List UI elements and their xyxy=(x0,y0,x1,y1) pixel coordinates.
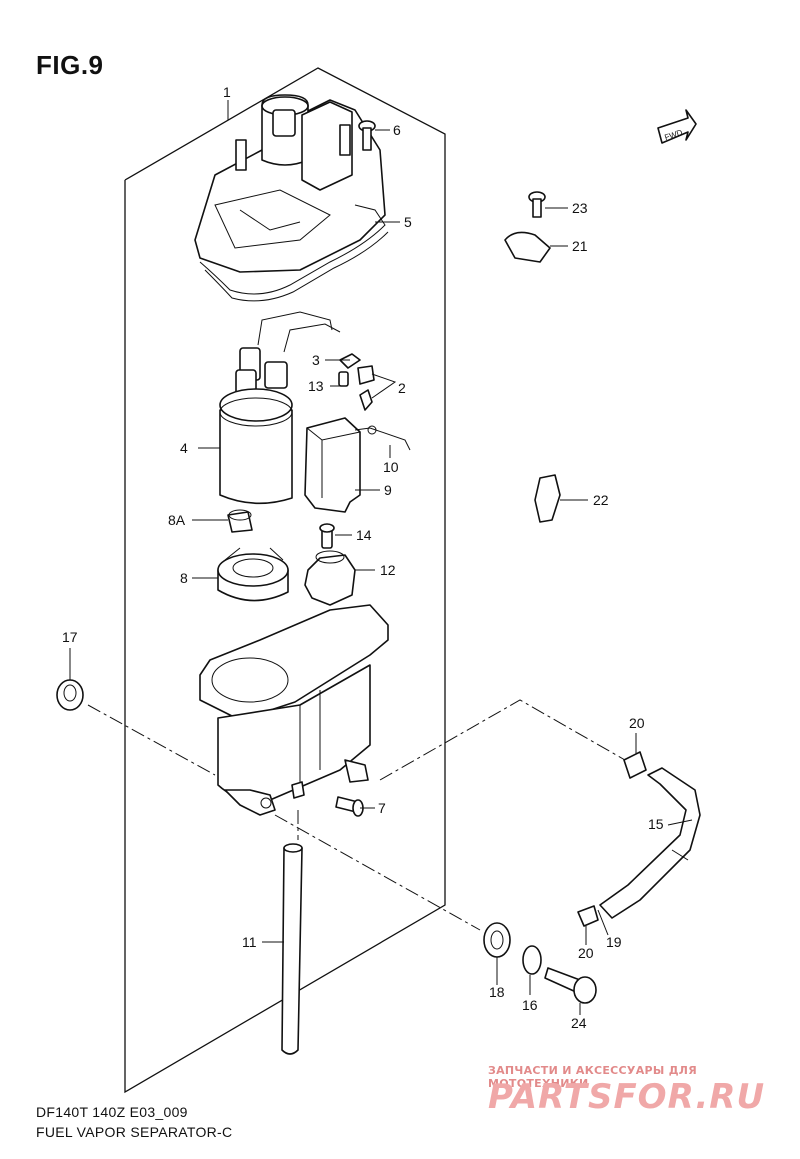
callout-20-upper: 20 xyxy=(629,715,645,731)
callout-24: 24 xyxy=(571,1015,587,1031)
callout-2: 2 xyxy=(398,380,406,396)
body-screw[interactable] xyxy=(335,796,364,817)
callout-16: 16 xyxy=(522,997,538,1013)
drain-hose[interactable] xyxy=(281,843,303,1055)
fuel-filter[interactable] xyxy=(304,417,361,513)
callout-19: 19 xyxy=(606,934,622,950)
pump-wire-harness xyxy=(257,311,341,353)
clip-bolt[interactable] xyxy=(528,191,546,218)
fuel-pump[interactable] xyxy=(219,347,293,505)
callout-22: 22 xyxy=(593,492,609,508)
callout-23: 23 xyxy=(572,200,588,216)
hose-clamp-upper[interactable] xyxy=(623,751,647,779)
vapor-hose[interactable] xyxy=(599,767,701,919)
callout-3: 3 xyxy=(312,352,320,368)
callout-11: 11 xyxy=(242,934,257,950)
watermark-tagline: ЗАПЧАСТИ И АКСЕССУАРЫ ДЛЯ МОТОТЕХНИКИ xyxy=(488,1064,698,1090)
callout-14: 14 xyxy=(356,527,372,543)
cover-gasket[interactable] xyxy=(199,204,389,302)
pressure-regulator[interactable] xyxy=(304,550,356,606)
figure-title: FIG.9 xyxy=(36,50,104,80)
forward-direction-arrow-icon xyxy=(657,109,697,144)
callout-15: 15 xyxy=(648,816,664,832)
callout-7: 7 xyxy=(378,800,386,816)
filter-wire-clip[interactable] xyxy=(354,425,411,451)
callout-12: 12 xyxy=(380,562,396,578)
watermark-logo: PARTSFOR.RU xyxy=(488,1077,766,1117)
mount-bolt[interactable] xyxy=(544,967,597,1004)
separator-tank-body[interactable] xyxy=(199,604,389,816)
callout-10: 10 xyxy=(383,459,399,475)
callout-20-lower: 20 xyxy=(578,945,594,961)
mount-grommet[interactable] xyxy=(483,922,511,958)
callout-8a: 8A xyxy=(168,512,186,528)
callout-labels: 1 2 3 4 5 6 7 8 8A 9 10 11 12 13 14 15 1… xyxy=(62,84,684,1031)
pump-bushing[interactable] xyxy=(227,509,253,533)
cover-screw[interactable] xyxy=(358,120,376,151)
callout-4: 4 xyxy=(180,440,188,456)
rubber-cap[interactable] xyxy=(56,679,84,711)
assembly-box-outline xyxy=(124,67,446,1094)
section-name: FUEL VAPOR SEPARATOR-C xyxy=(36,1124,233,1140)
hose-clamp-lower[interactable] xyxy=(577,905,599,927)
callout-6: 6 xyxy=(393,122,401,138)
callout-5: 5 xyxy=(404,214,412,230)
small-fittings-group[interactable] xyxy=(338,353,375,411)
callout-8: 8 xyxy=(180,570,188,586)
callout-17: 17 xyxy=(62,629,78,645)
hose-clip[interactable] xyxy=(504,231,551,263)
regulator-screw[interactable] xyxy=(319,523,335,549)
leader-lines xyxy=(69,100,693,1015)
mount-washer[interactable] xyxy=(522,945,542,975)
callout-18: 18 xyxy=(489,984,505,1000)
wire-clamp[interactable] xyxy=(534,474,561,523)
callout-21: 21 xyxy=(572,238,588,254)
pump-holder-ring[interactable] xyxy=(217,547,289,602)
separator-top-cover[interactable] xyxy=(194,94,386,273)
callout-9: 9 xyxy=(384,482,392,498)
callout-1: 1 xyxy=(223,84,231,100)
model-code: DF140T 140Z E03_009 xyxy=(36,1104,188,1120)
callout-13: 13 xyxy=(308,378,324,394)
